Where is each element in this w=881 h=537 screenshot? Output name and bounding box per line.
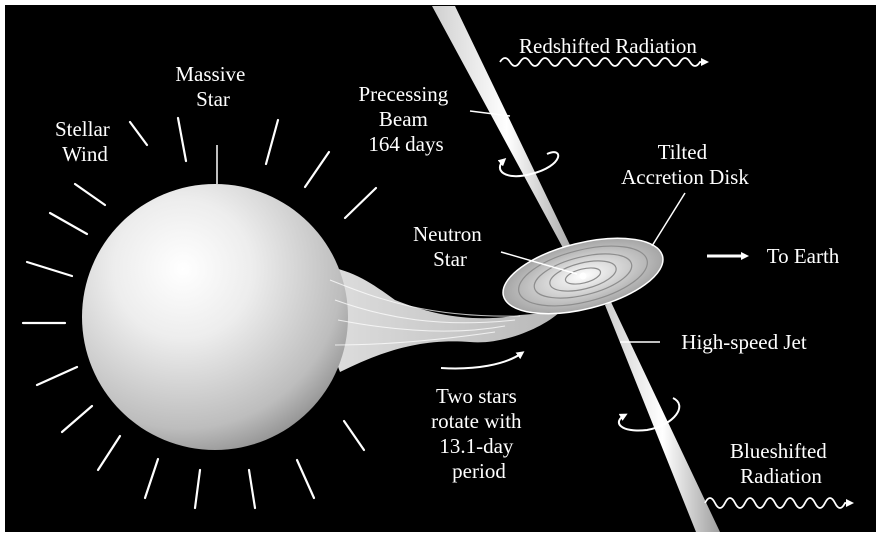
massive-star xyxy=(82,184,348,450)
neutron-star xyxy=(580,273,587,280)
high-speed-jet-label: High-speed Jet xyxy=(681,330,807,354)
blueshifted-radiation-label: Blueshifted Radiation xyxy=(730,439,832,488)
stellar-wind-label: Stellar Wind xyxy=(55,117,115,166)
redshifted-radiation-label: Redshifted Radiation xyxy=(519,34,697,58)
to-earth-label: To Earth xyxy=(767,244,840,268)
